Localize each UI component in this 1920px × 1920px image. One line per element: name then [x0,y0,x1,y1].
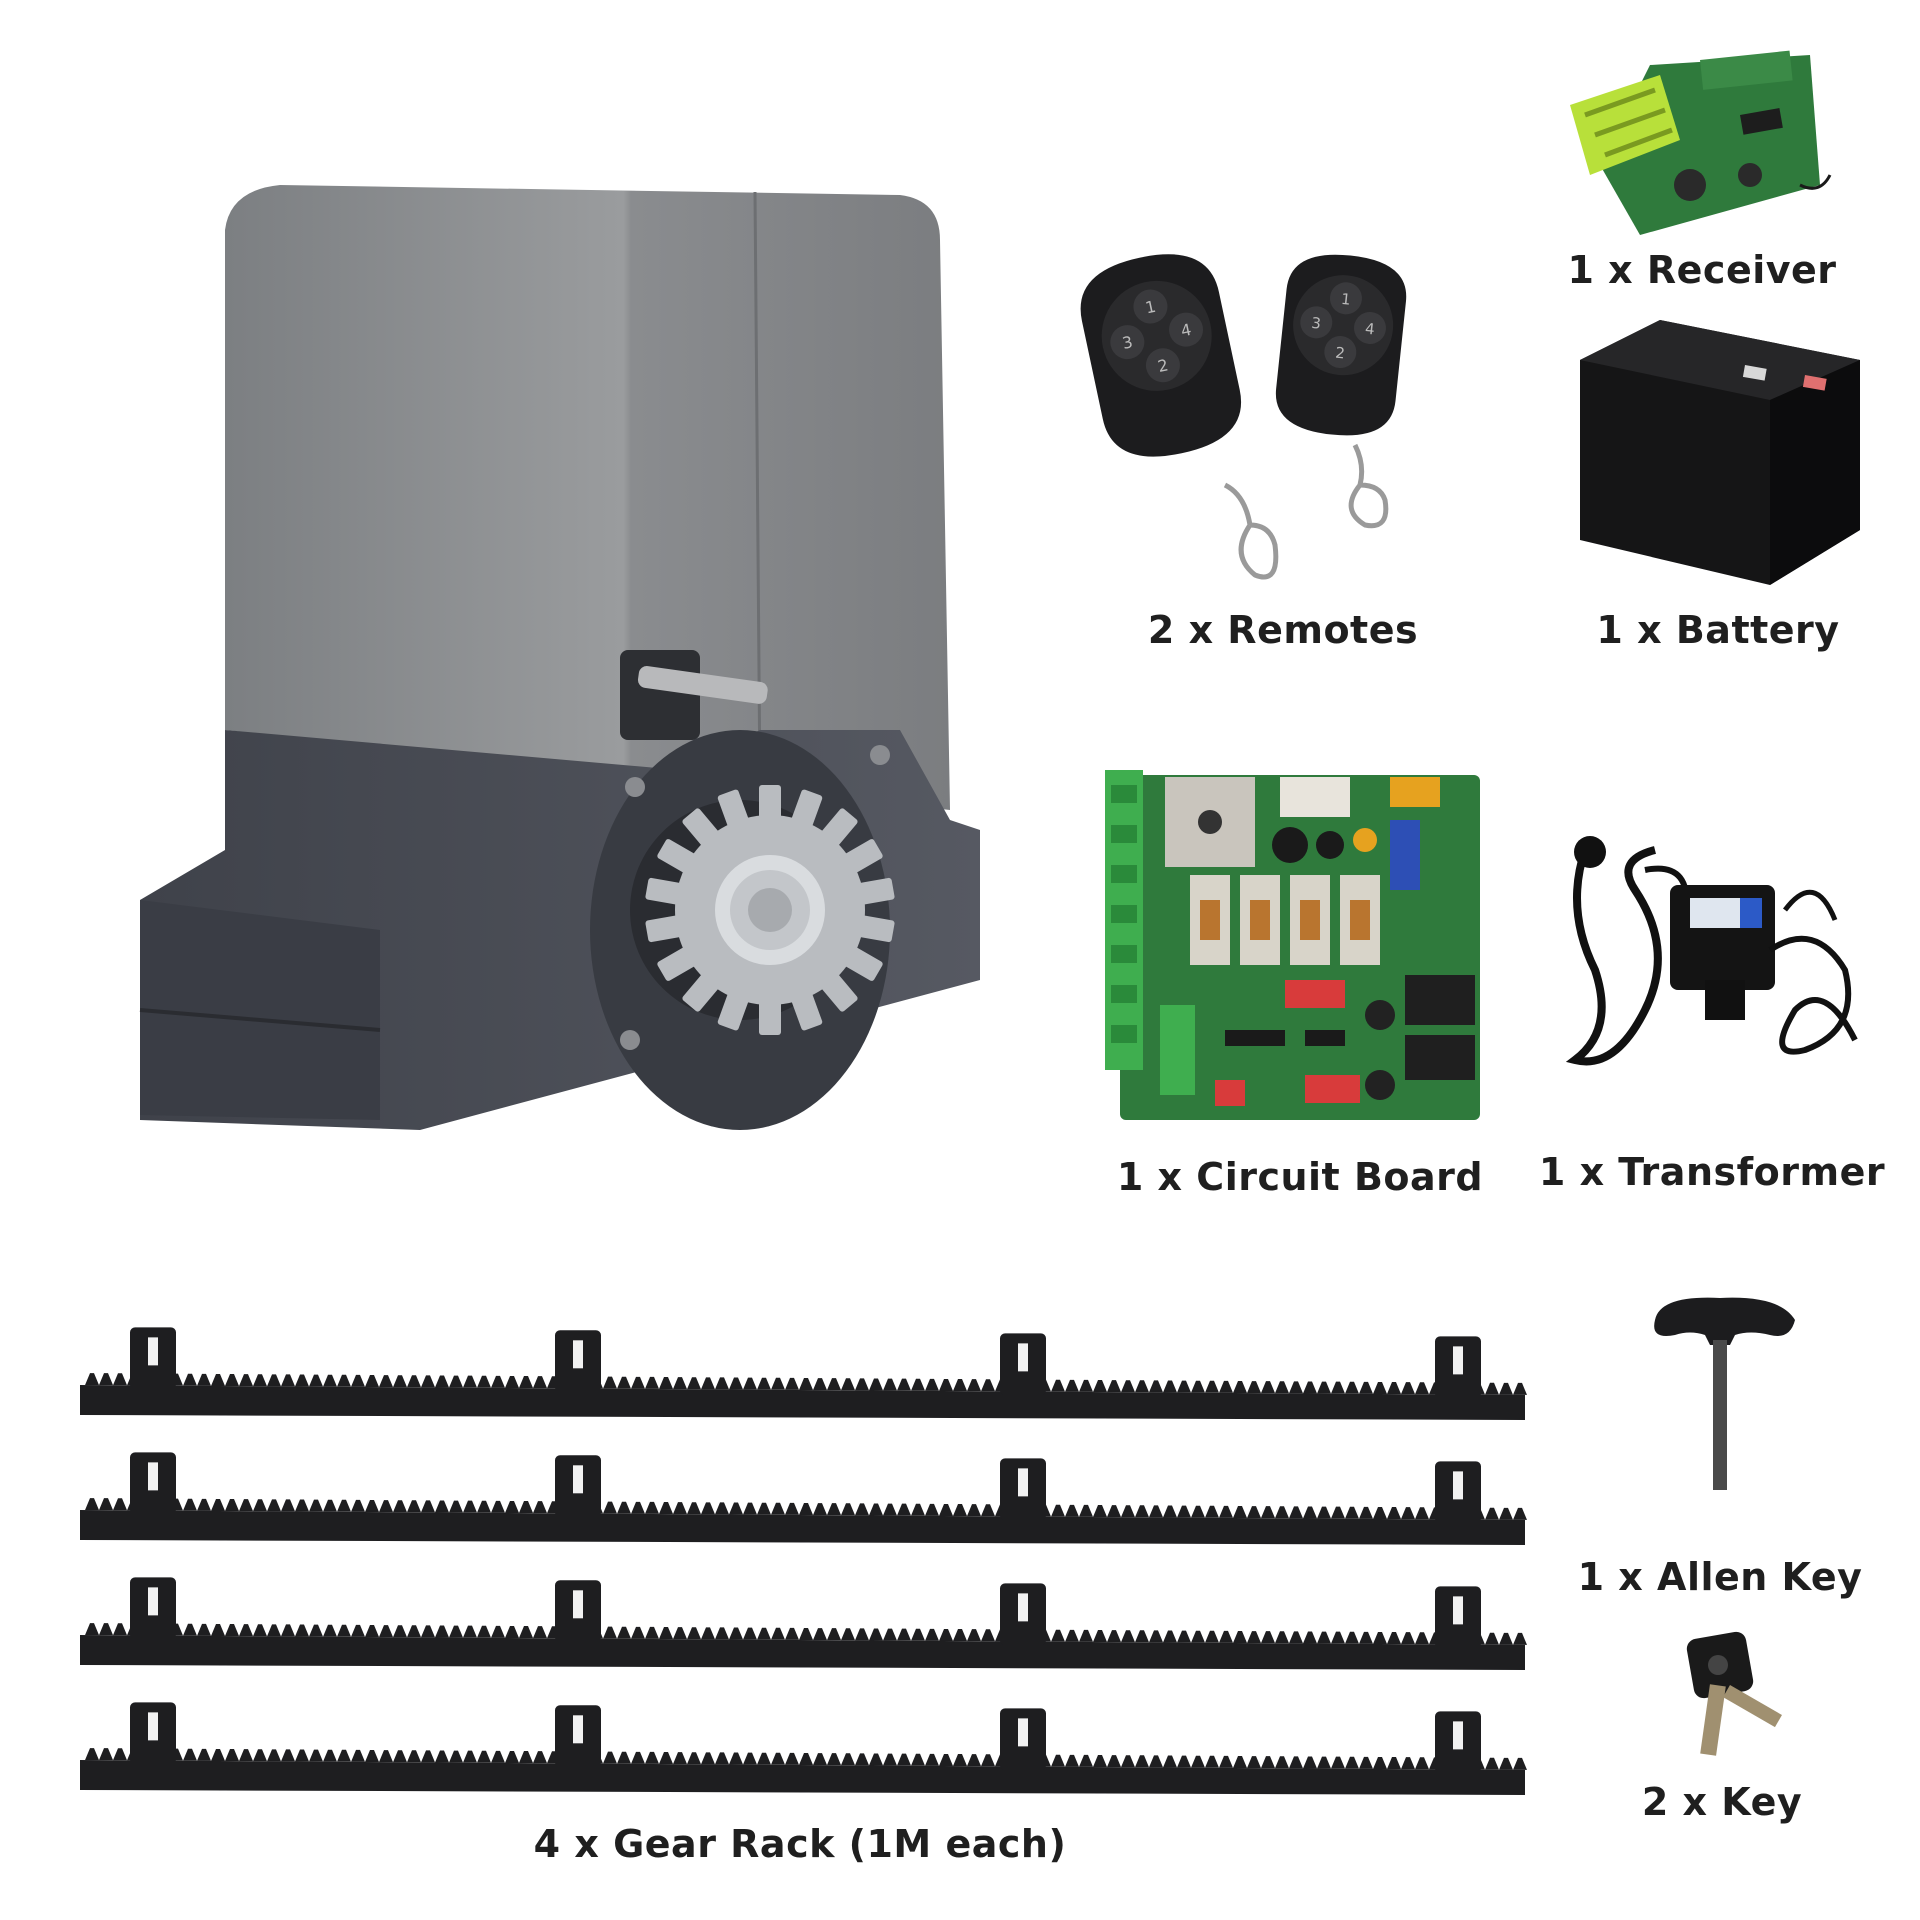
transformer-icon [1565,836,1858,1066]
remote1-btn-1: 1 [1144,297,1158,318]
remotes-label: 2 x Remotes [1147,608,1419,652]
allen-key-label: 1 x Allen Key [1577,1555,1863,1599]
gate-motor-icon [139,185,980,1130]
battery-label: 1 x Battery [1596,608,1840,652]
battery-icon [1580,320,1860,585]
gear-rack-label: 4 x Gear Rack (1M each) [533,1822,1067,1866]
remote2-btn-3: 3 [1310,314,1321,333]
keys-label: 2 x Key [1641,1780,1803,1824]
remote1-btn-3: 3 [1120,332,1134,353]
gear-rack-icon [80,1327,1527,1795]
key-icon [1686,1631,1782,1756]
gear-rack-2 [80,1452,1527,1545]
gear-rack-1 [80,1327,1527,1420]
remote2-btn-1: 1 [1340,290,1351,309]
gear-rack-3 [80,1577,1527,1670]
circuit-board-icon [1105,770,1480,1120]
remote1-btn-2: 2 [1156,355,1170,376]
circuit-board-label: 1 x Circuit Board [1116,1155,1484,1199]
allen-key-icon [1654,1297,1795,1490]
remote-control-icon: 1 4 3 2 1 4 3 2 [1080,254,1407,580]
remote2-btn-4: 4 [1364,320,1375,339]
gear-rack-4 [80,1702,1527,1795]
receiver-label: 1 x Receiver [1567,248,1837,292]
remote1-btn-4: 4 [1179,320,1193,341]
receiver-board-icon [1570,50,1832,235]
transformer-label: 1 x Transformer [1538,1150,1886,1194]
remote2-btn-2: 2 [1335,344,1346,363]
